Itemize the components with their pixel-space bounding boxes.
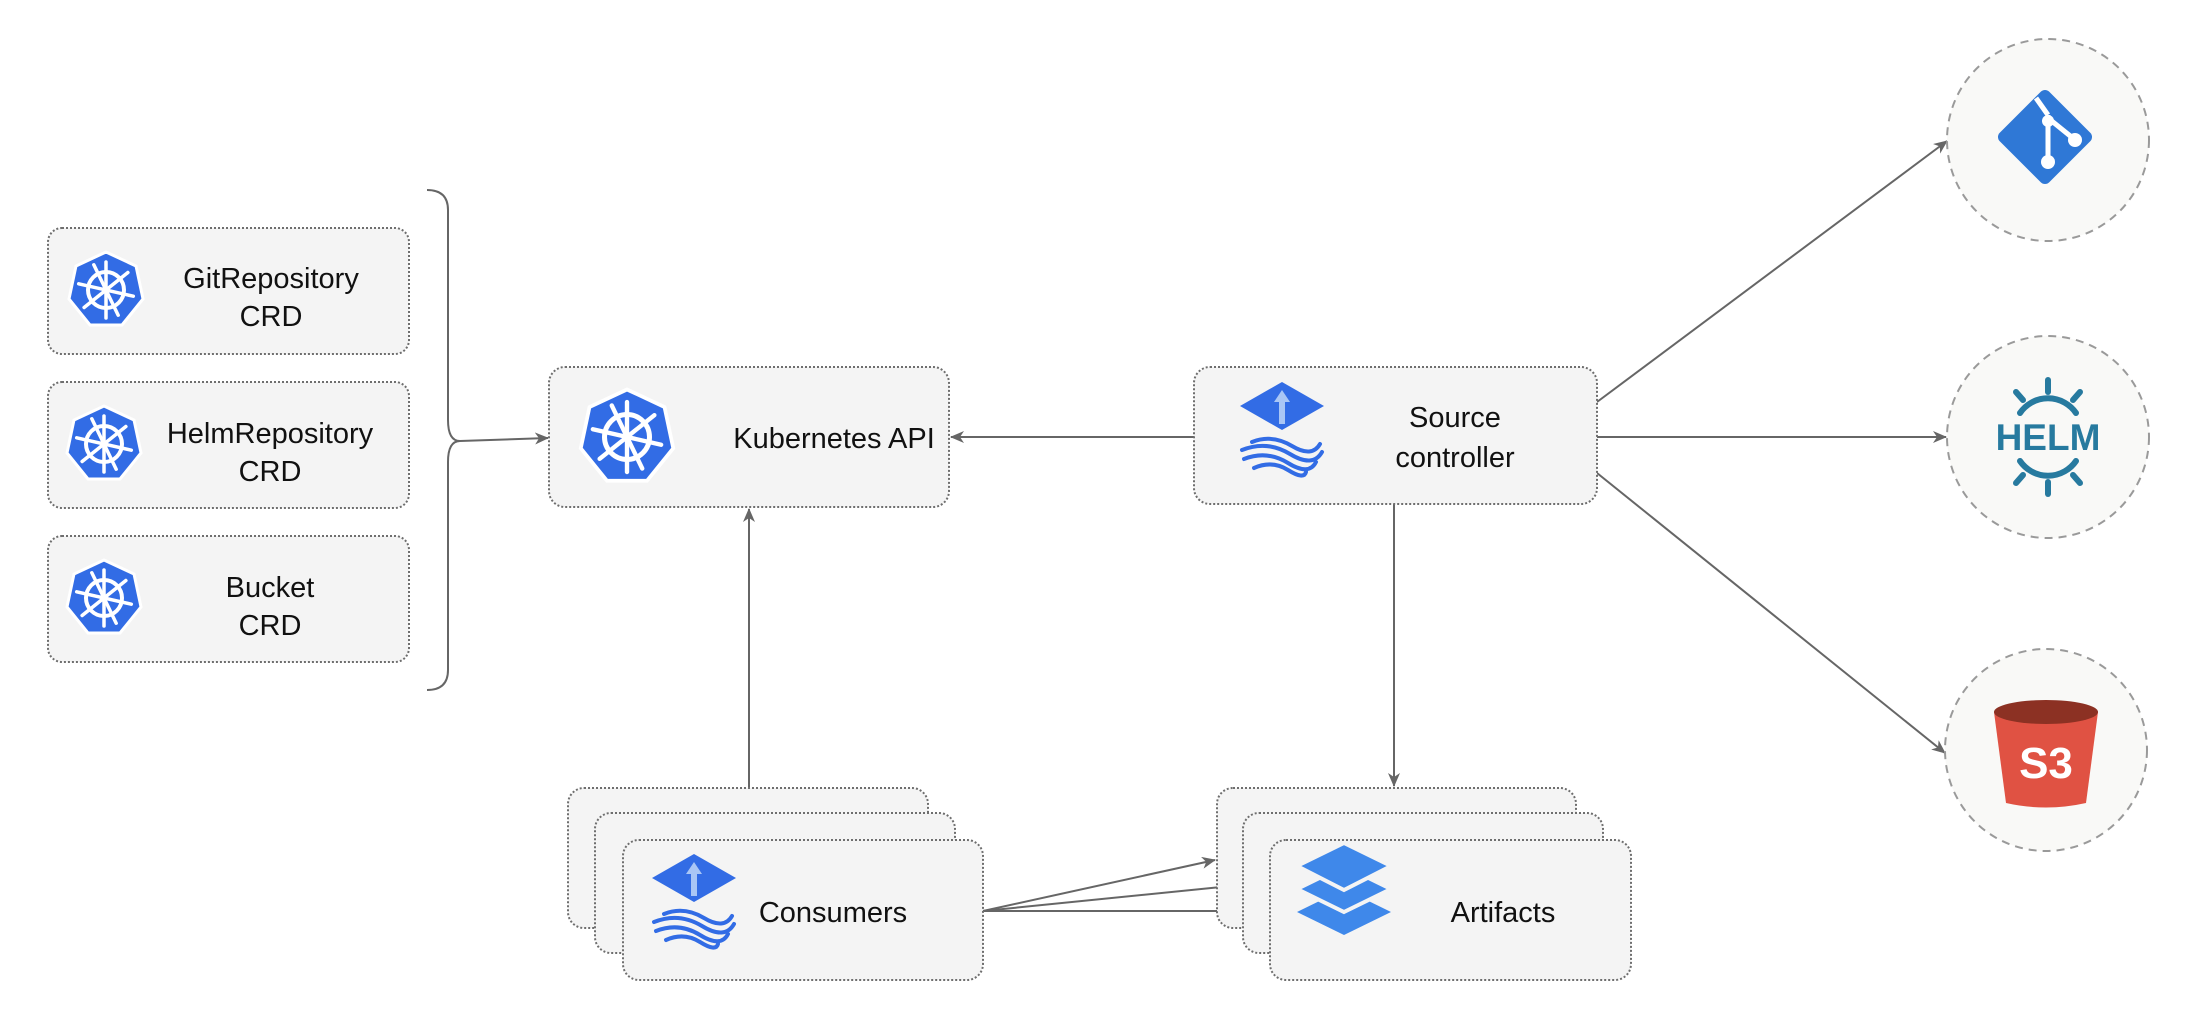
crd-label: CRD bbox=[239, 610, 302, 642]
helm-icon bbox=[2013, 377, 2083, 497]
crd-gitrepository[interactable]: GitRepository CRD bbox=[47, 227, 410, 355]
crd-label: HelmRepository bbox=[167, 418, 374, 450]
git-icon bbox=[1997, 89, 2093, 185]
artifacts-node[interactable]: Artifacts bbox=[1216, 787, 1632, 981]
crd-label: CRD bbox=[239, 456, 302, 488]
helm-source[interactable]: HELM bbox=[1946, 335, 2150, 539]
source-controller-label: controller bbox=[1395, 442, 1515, 474]
edge-consumers-to-artifacts bbox=[982, 856, 1216, 912]
kubernetes-icon bbox=[65, 404, 143, 481]
crd-bracket bbox=[426, 189, 461, 691]
kubernetes-icon bbox=[581, 390, 674, 481]
edge-consumers-to-artifacts bbox=[982, 880, 1242, 912]
edge-crds-to-api bbox=[459, 432, 549, 445]
kubernetes-icon bbox=[65, 558, 143, 635]
kubernetes-api-label: Kubernetes API bbox=[733, 423, 935, 455]
kubernetes-icon bbox=[67, 250, 145, 327]
layers-icon bbox=[1292, 840, 1396, 935]
crd-bucket[interactable]: Bucket CRD bbox=[47, 535, 410, 663]
consumers-label: Consumers bbox=[759, 897, 907, 929]
git-source[interactable] bbox=[1946, 38, 2150, 242]
edge-source-to-s3 bbox=[1596, 472, 1946, 754]
kubernetes-api-node[interactable]: Kubernetes API bbox=[548, 366, 950, 508]
source-controller-label: Source bbox=[1409, 402, 1501, 434]
crd-label: CRD bbox=[240, 301, 303, 333]
source-controller-node[interactable]: Source controller bbox=[1193, 366, 1598, 505]
s3-logo-text: S3 bbox=[2019, 739, 2073, 788]
crd-label: GitRepository bbox=[183, 263, 359, 295]
s3-bucket-icon bbox=[1994, 700, 2098, 808]
helm-logo-text: HELM bbox=[1996, 417, 2101, 458]
artifacts-label: Artifacts bbox=[1451, 897, 1556, 929]
s3-source[interactable]: S3 bbox=[1944, 648, 2148, 852]
consumers-node[interactable]: Consumers bbox=[567, 787, 984, 981]
crd-helmrepository[interactable]: HelmRepository CRD bbox=[47, 381, 410, 509]
crd-label: Bucket bbox=[226, 572, 315, 604]
edge-source-to-git bbox=[1596, 140, 1948, 403]
